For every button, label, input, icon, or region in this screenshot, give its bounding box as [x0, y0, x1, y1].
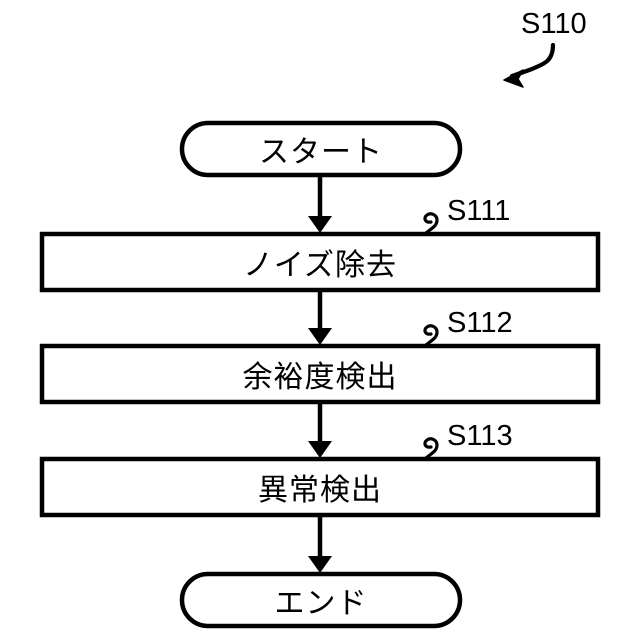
connector-margin-detection-to-anomaly-detection: [308, 403, 332, 458]
node-anomaly-detection-shape: [39, 456, 601, 518]
reference-label-s111: S111: [447, 195, 511, 227]
s110-leader-arrow: [503, 42, 556, 88]
connector-noise-removal-to-margin-detection: [308, 291, 332, 345]
s113-leader: [423, 437, 439, 460]
node-margin-detection-shape: [39, 343, 601, 405]
s111-leader: [423, 212, 439, 235]
node-start-shape: [179, 120, 463, 178]
s112-leader: [423, 324, 439, 347]
reference-label-s112: S112: [447, 307, 513, 339]
connector-anomaly-detection-to-end: [308, 516, 332, 573]
reference-label-s113: S113: [447, 420, 513, 452]
reference-label-s110: S110: [521, 8, 587, 40]
node-noise-removal-shape: [39, 231, 601, 293]
connector-start-to-noise-removal: [308, 175, 332, 233]
node-end-shape: [179, 571, 463, 629]
